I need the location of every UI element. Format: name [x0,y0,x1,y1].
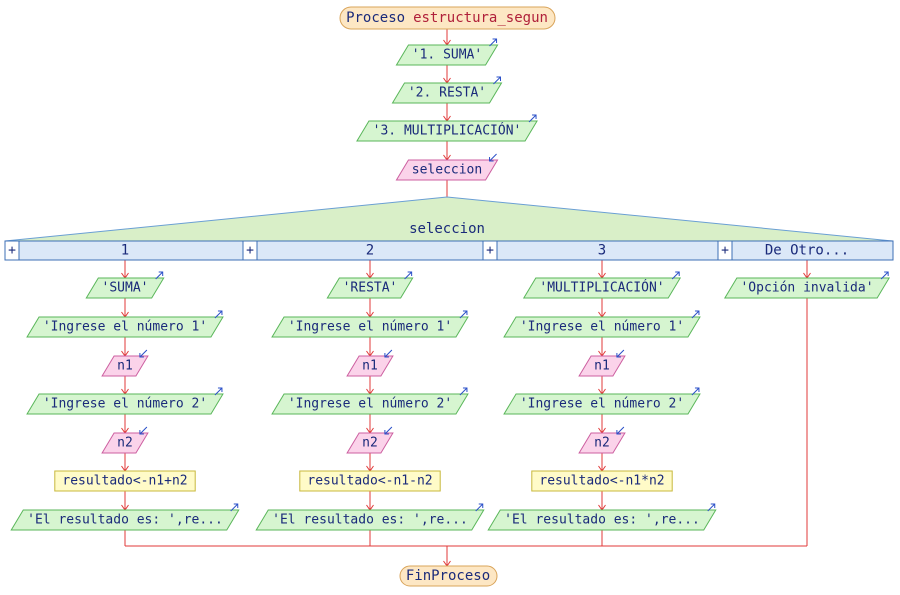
plus-icon: + [246,243,254,258]
output-label: '3. MULTIPLICACIÓN' [373,123,522,139]
output-arrow-icon [489,38,498,47]
case-header[interactable] [496,240,719,261]
input-shape [578,355,626,377]
output-shape [391,82,503,104]
start-terminal [339,6,556,30]
output-arrow-icon [671,271,680,280]
output-arrow-icon [214,387,223,396]
output-shape [255,509,485,531]
input-label: n2 [594,436,610,451]
output-shape [271,393,469,415]
output-arrow-icon [214,310,223,319]
output-arrow-icon [155,271,164,280]
input-shape [578,432,626,454]
output-shape [395,44,499,66]
input-shape [395,159,499,181]
output-arrow-icon [404,271,413,280]
case-label: 1 [121,243,129,259]
output-label: '1. SUMA' [412,48,482,63]
input-arrow-icon [139,349,148,358]
output-label: 'El resultado es: ',re... [27,513,223,528]
output-label: 'Ingrese el número 2' [43,397,207,412]
output-arrow-icon [691,310,700,319]
process-label: resultado<-n1-n2 [307,474,432,489]
input-arrow-icon [384,349,393,358]
output-shape [10,509,240,531]
output-shape [26,316,224,338]
input-arrow-icon [616,426,625,435]
input-label: n2 [362,436,378,451]
output-arrow-icon [493,76,501,85]
output-arrow-icon [459,310,468,319]
input-arrow-icon [384,426,393,435]
input-label: seleccion [412,163,482,178]
input-arrow-icon [489,153,497,162]
output-shape [26,393,224,415]
flowchart-shapes: Proceso estructura_segun '1. SUMA' '2. REST… [4,6,894,587]
output-shape [271,316,469,338]
connector-lines [121,29,811,567]
output-label: 'Ingrese el número 1' [43,320,207,335]
output-shape [326,277,414,299]
plus-icon: + [8,243,16,258]
output-arrow-icon [528,114,537,123]
output-label: 'Ingrese el número 1' [288,320,452,335]
output-shape [723,277,891,299]
case-label: De Otro... [765,243,849,259]
input-label: n1 [362,359,378,374]
output-shape [487,509,717,531]
plus-icon: + [486,243,494,258]
output-label: 'RESTA' [343,281,398,296]
switch-variable: seleccion [409,221,485,237]
output-label: 'SUMA' [102,281,149,296]
process-title: Proceso estructura_segun [346,10,548,26]
output-shape [503,393,701,415]
input-arrow-icon [616,349,625,358]
input-label: n1 [117,359,133,374]
output-shape [356,120,538,142]
input-shape [101,355,149,377]
output-label: 'El resultado es: ',re... [272,513,468,528]
output-arrow-icon [475,503,484,512]
output-label: 'Opción invalida' [740,281,873,296]
case-header[interactable] [18,240,244,261]
input-label: n2 [117,436,133,451]
output-arrow-icon [707,503,716,512]
case-label: 3 [598,243,606,259]
input-shape [346,432,394,454]
end-label: FinProceso [406,568,490,584]
output-shape [503,316,701,338]
output-arrow-icon [880,271,889,280]
output-label: 'Ingrese el número 1' [520,320,684,335]
process-label: resultado<-n1*n2 [539,474,664,489]
output-label: 'El resultado es: ',re... [504,513,700,528]
output-arrow-icon [691,387,700,396]
input-shape [346,355,394,377]
start-keyword: Proceso [346,10,405,26]
process-shape [299,470,441,492]
end-terminal [399,565,498,587]
output-shape [85,277,165,299]
output-arrow-icon [230,503,239,512]
output-label: 'Ingrese el número 2' [288,397,452,412]
output-shape [522,277,682,299]
process-label: resultado<-n1+n2 [62,474,187,489]
output-label: 'Ingrese el número 2' [520,397,684,412]
case-label: 2 [366,243,374,259]
plus-icon: + [721,243,729,258]
process-shape [531,470,673,492]
input-label: n1 [594,359,610,374]
output-label: 'MULTIPLICACIÓN' [539,280,664,296]
output-arrow-icon [459,387,468,396]
output-label: '2. RESTA' [408,86,486,101]
case-header[interactable] [731,240,894,261]
process-shape [54,470,196,492]
input-arrow-icon [139,426,148,435]
process-name: estructura_segun [413,10,548,26]
input-shape [101,432,149,454]
